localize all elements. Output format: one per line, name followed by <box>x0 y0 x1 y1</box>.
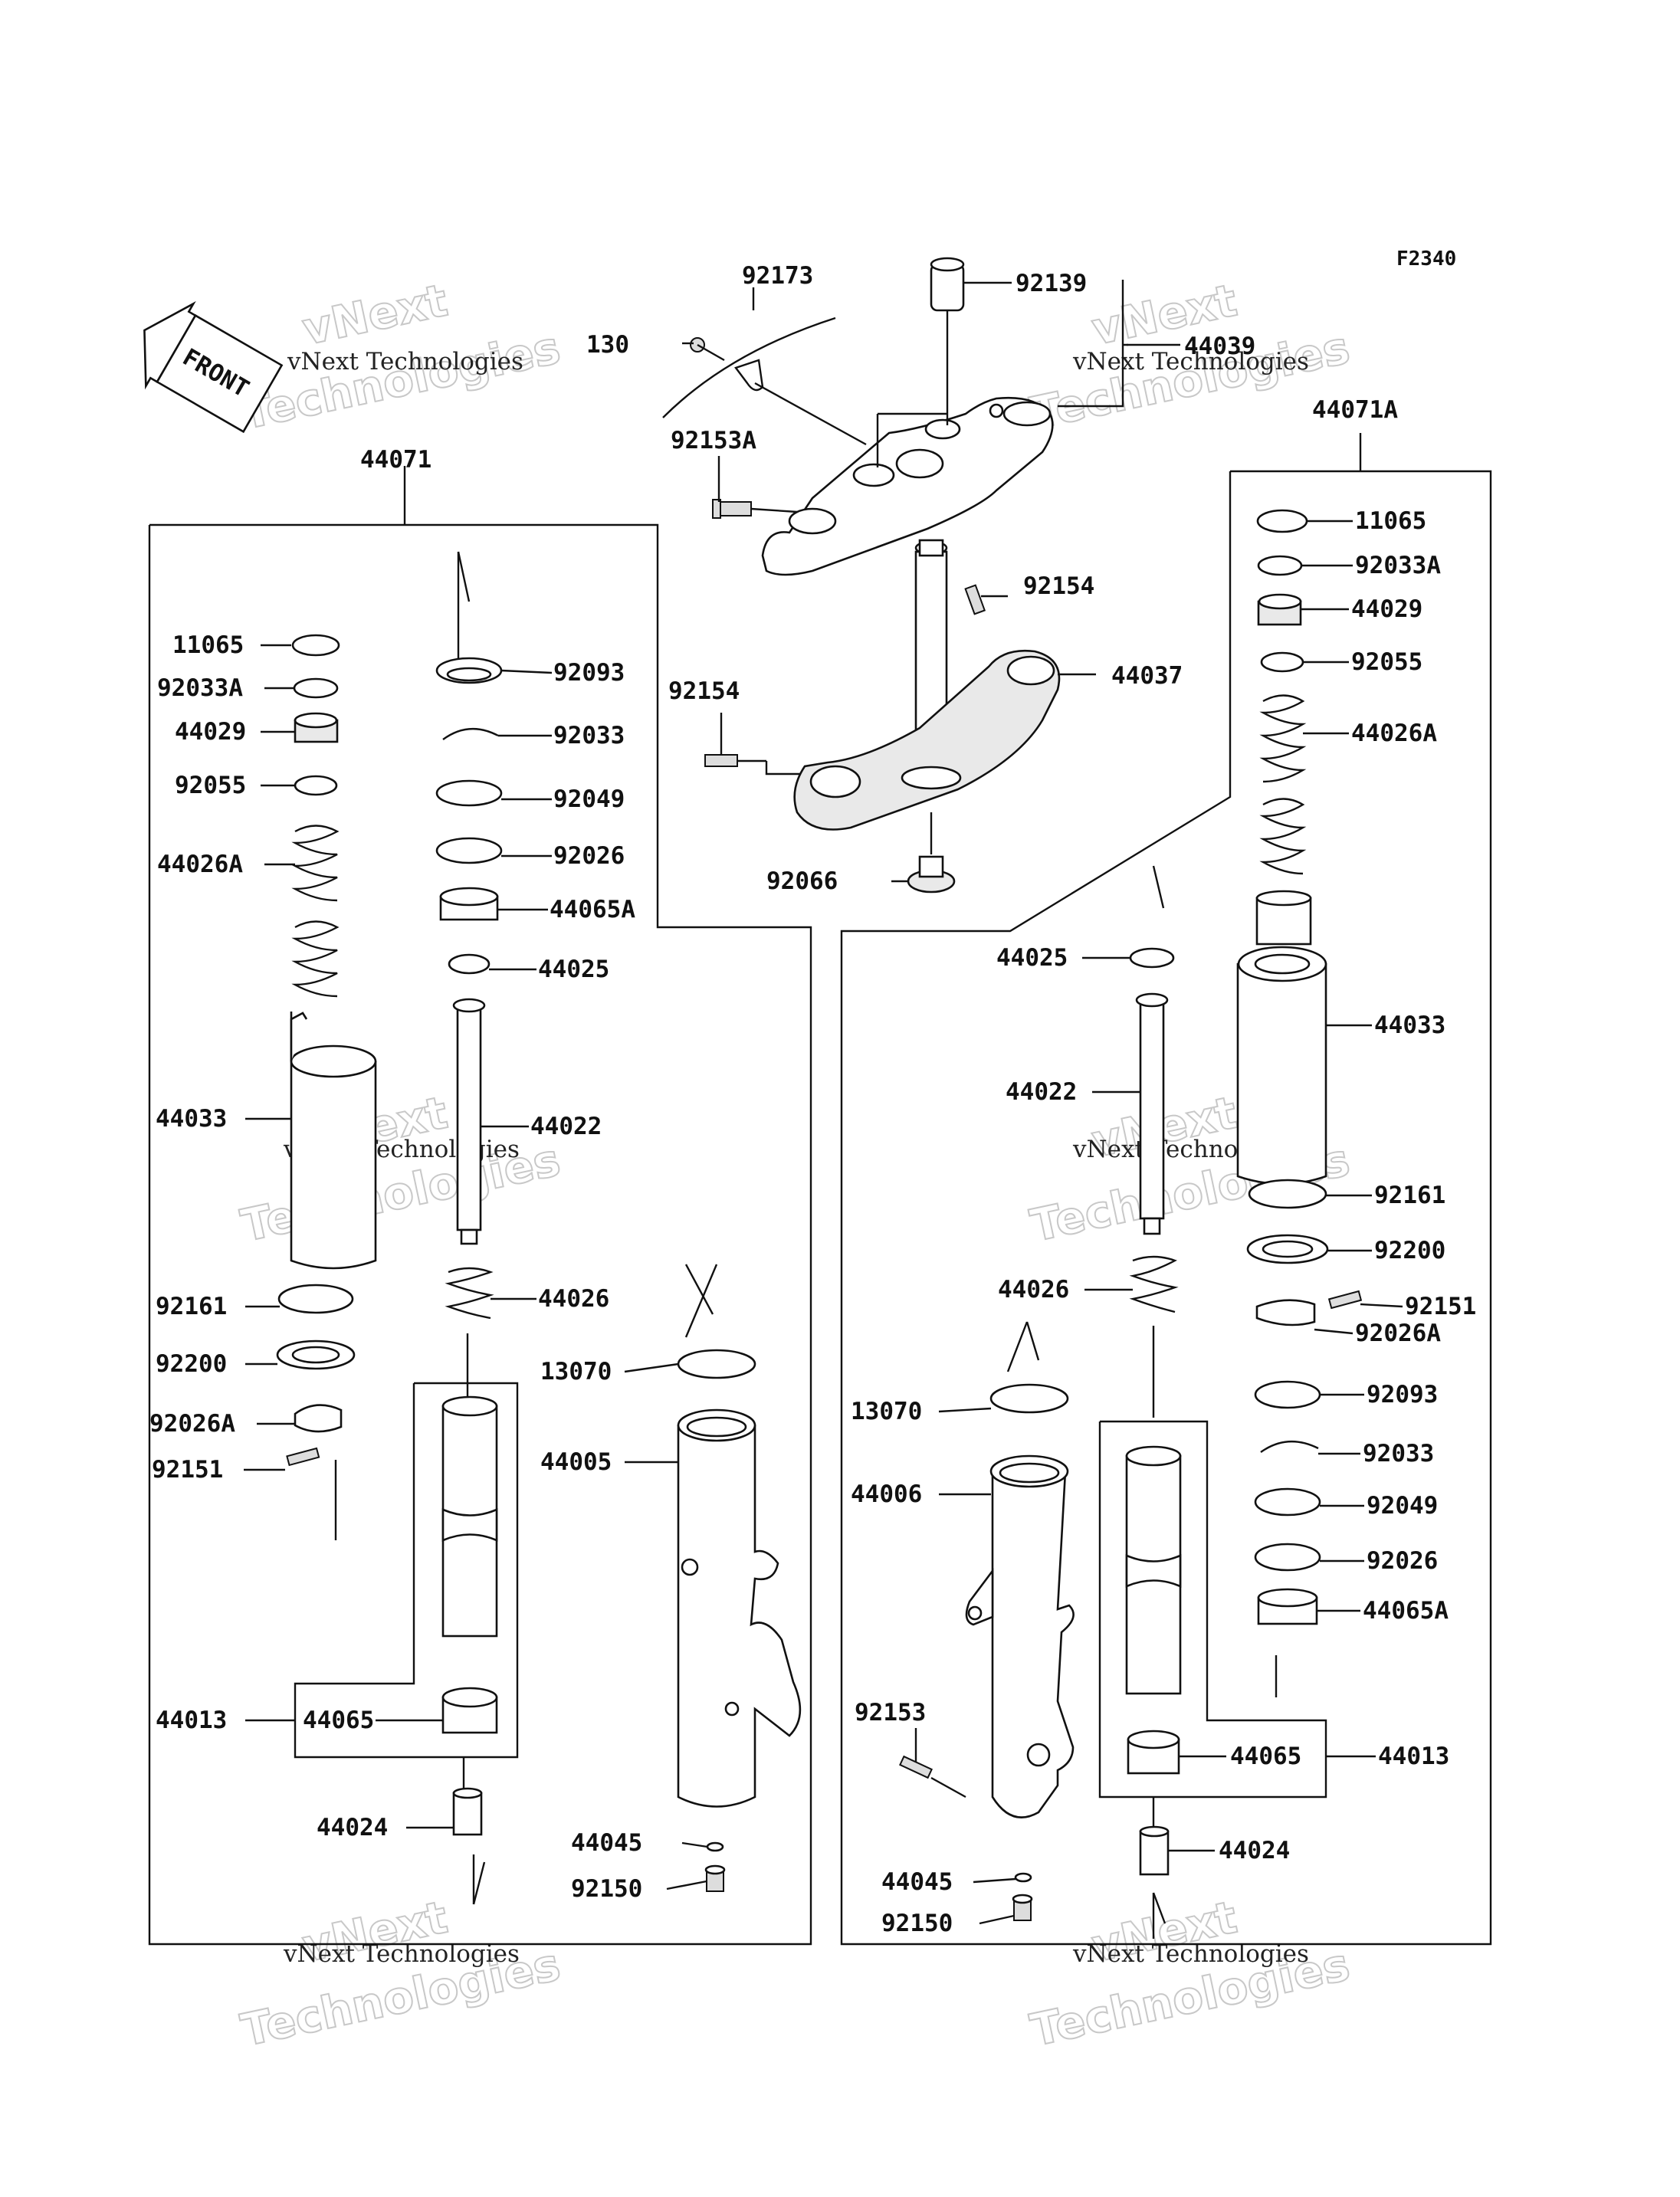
callout-right-92026A: 92026A <box>1355 1320 1441 1347</box>
callout-left-92151: 92151 <box>152 1456 223 1484</box>
callout-44071: 44071 <box>360 446 431 474</box>
callout-left-13070: 13070 <box>540 1358 612 1385</box>
right-leaders <box>914 520 1403 1925</box>
left-leaders <box>244 644 708 1890</box>
callout-right-92153: 92153 <box>855 1699 926 1726</box>
right-fork-parts <box>899 509 1363 1939</box>
callout-right-92200: 92200 <box>1374 1237 1445 1264</box>
callout-right-44065A: 44065A <box>1363 1597 1449 1625</box>
callout-right-44029: 44029 <box>1351 595 1422 623</box>
callout-left-44065A: 44065A <box>550 896 635 923</box>
callout-left-44033: 44033 <box>156 1105 227 1133</box>
callout-left-92150: 92150 <box>571 1875 642 1903</box>
callout-130: 130 <box>586 331 629 359</box>
callout-44039: 44039 <box>1184 333 1255 360</box>
callout-left-92055: 92055 <box>175 772 246 799</box>
callout-right-44025: 44025 <box>996 944 1068 972</box>
callout-left-11065: 11065 <box>172 631 244 659</box>
callout-left-44022: 44022 <box>530 1113 602 1140</box>
callout-right-11065: 11065 <box>1355 507 1426 535</box>
callout-left-92033A: 92033A <box>157 674 243 702</box>
callout-right-13070: 13070 <box>851 1398 922 1425</box>
callout-left-92161: 92161 <box>156 1293 227 1320</box>
callout-right-44006: 44006 <box>851 1481 922 1508</box>
callout-right-92151: 92151 <box>1405 1293 1476 1320</box>
callout-left-44029: 44029 <box>175 718 246 746</box>
callout-left-92200: 92200 <box>156 1350 227 1378</box>
callout-left-44026A: 44026A <box>157 851 243 878</box>
left-fork-parts <box>276 551 802 1905</box>
top-leaders <box>682 281 1128 883</box>
svg-text:vNext Technologies: vNext Technologies <box>287 348 523 375</box>
callout-right-44026: 44026 <box>998 1276 1069 1303</box>
callout-right-44065: 44065 <box>1230 1743 1301 1770</box>
callout-left-92026: 92026 <box>553 842 625 870</box>
callout-92066: 92066 <box>766 867 838 895</box>
diagram-code: F2340 <box>1396 248 1456 271</box>
callout-left-44026: 44026 <box>538 1285 609 1313</box>
callout-right-92150: 92150 <box>881 1910 953 1937</box>
callout-left-44013: 44013 <box>156 1707 227 1734</box>
callout-right-92161: 92161 <box>1374 1182 1445 1209</box>
group-frames <box>148 280 1492 1946</box>
callout-left-44065: 44065 <box>303 1707 374 1734</box>
callout-92173: 92173 <box>742 262 813 290</box>
svg-text:vNext: vNext <box>298 274 452 356</box>
callout-labels: 92173 92139 130 44039 44071A 44071 92153… <box>149 262 1476 1937</box>
callout-right-44013: 44013 <box>1378 1743 1449 1770</box>
callout-92154-lower: 92154 <box>668 677 740 705</box>
svg-text:Technologies: Technologies <box>237 321 565 439</box>
callout-right-44033: 44033 <box>1374 1012 1445 1039</box>
upper-triple-clamp <box>712 257 1054 576</box>
steering-stem <box>704 539 1061 894</box>
callout-left-44045: 44045 <box>571 1829 642 1857</box>
front-arrow-icon: FRONT <box>143 300 284 434</box>
callout-right-92055: 92055 <box>1351 648 1422 676</box>
callout-right-44024: 44024 <box>1219 1837 1290 1864</box>
callout-left-92026A: 92026A <box>149 1410 235 1438</box>
callout-left-44025: 44025 <box>538 956 609 983</box>
callout-92153A: 92153A <box>671 427 756 454</box>
callout-left-44005: 44005 <box>540 1448 612 1476</box>
svg-text:vNext Technologies: vNext Technologies <box>1072 348 1309 375</box>
callout-left-44024: 44024 <box>317 1814 388 1841</box>
callout-right-44022: 44022 <box>1006 1078 1077 1106</box>
callout-44071A: 44071A <box>1312 396 1398 424</box>
callout-92139: 92139 <box>1016 270 1087 297</box>
callout-right-92026: 92026 <box>1367 1547 1438 1575</box>
callout-right-92033: 92033 <box>1363 1440 1434 1467</box>
callout-right-44045: 44045 <box>881 1868 953 1896</box>
cable-92173 <box>662 316 867 446</box>
callout-right-44026A: 44026A <box>1351 720 1437 747</box>
callout-92154-upper: 92154 <box>1023 572 1094 600</box>
callout-left-92049: 92049 <box>553 785 625 813</box>
callout-44037: 44037 <box>1111 662 1183 690</box>
callout-right-92049: 92049 <box>1367 1492 1438 1520</box>
callout-left-92033: 92033 <box>553 722 625 749</box>
callout-right-92033A: 92033A <box>1355 552 1441 579</box>
callout-right-92093: 92093 <box>1367 1381 1438 1408</box>
callout-left-92093: 92093 <box>553 659 625 687</box>
